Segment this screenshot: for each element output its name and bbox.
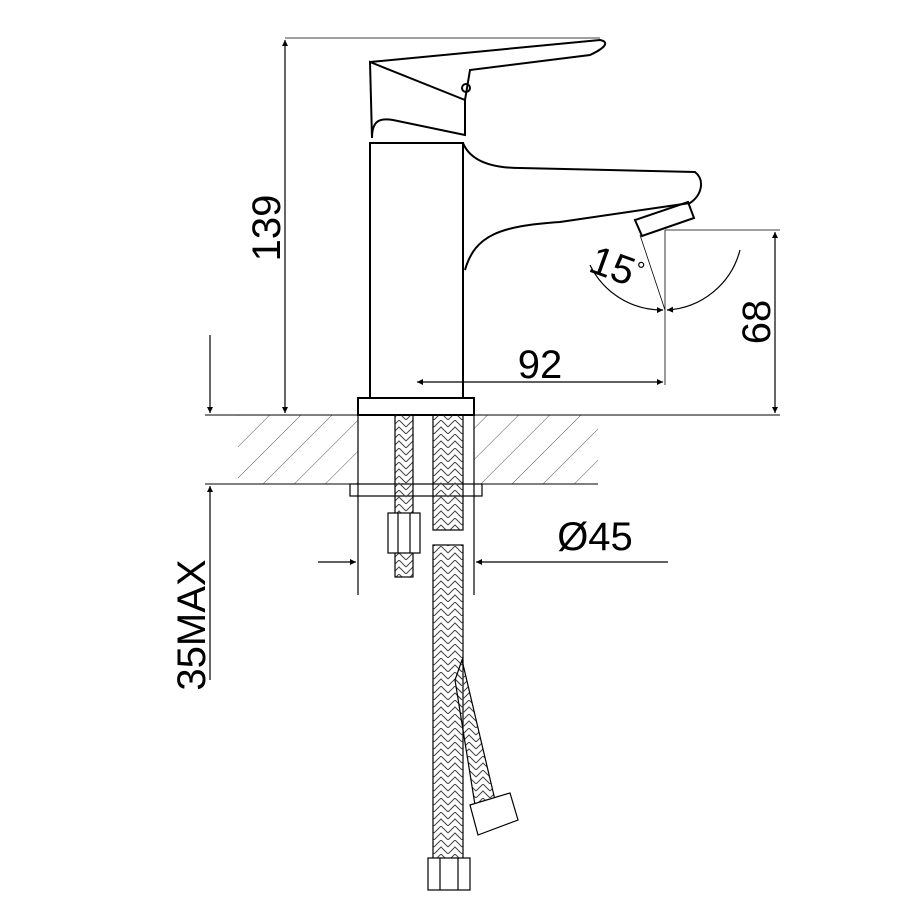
counter-thickness-dimension-label: 35MAX bbox=[170, 559, 214, 690]
outlet-height-dimension-label: 68 bbox=[735, 300, 779, 345]
mounting-stud bbox=[387, 414, 421, 578]
reach-dimension-label: 92 bbox=[518, 343, 563, 387]
diameter-dimension-label: Ø45 bbox=[557, 515, 633, 559]
height-dimension-label: 139 bbox=[245, 195, 289, 262]
angle-dimension-label: 15° bbox=[584, 238, 649, 298]
faucet-body bbox=[349, 38, 702, 595]
flexible-hoses bbox=[427, 414, 519, 891]
countertop-section bbox=[205, 414, 780, 485]
dimension-lines bbox=[207, 37, 780, 680]
